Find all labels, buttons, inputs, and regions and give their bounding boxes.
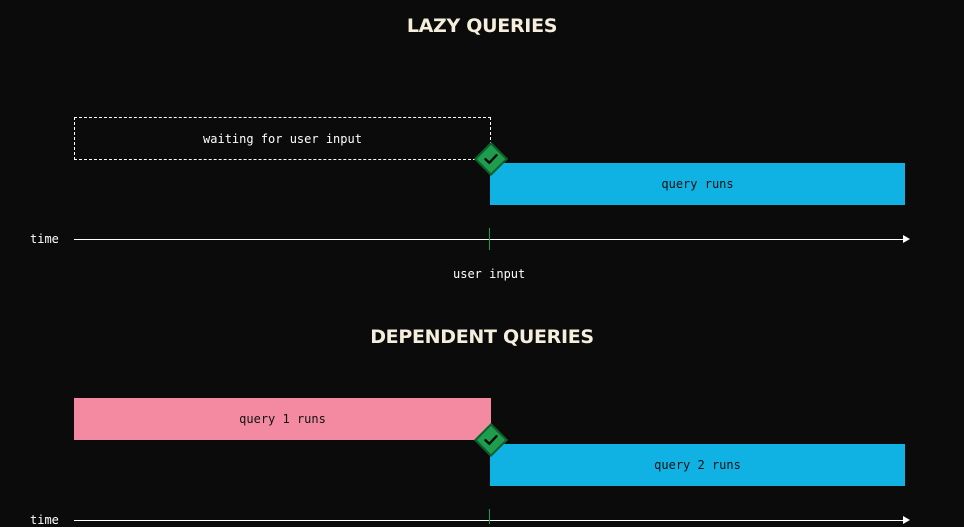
checkmark-icon	[474, 423, 508, 457]
waiting-for-user-input-box: waiting for user input	[74, 117, 491, 160]
lazy-queries-title: LAZY QUERIES	[406, 15, 558, 37]
query-1-runs-label: query 1 runs	[239, 412, 326, 426]
query-1-complete-tick	[489, 509, 490, 524]
query-1-runs-box: query 1 runs	[74, 398, 491, 440]
dependent-queries-title: DEPENDENT QUERIES	[370, 326, 594, 348]
user-input-label: user input	[453, 267, 526, 281]
user-input-tick	[489, 228, 490, 250]
time-axis-label: time	[30, 513, 59, 527]
time-axis-arrow-icon	[903, 235, 910, 243]
time-axis-arrow-icon	[903, 516, 910, 524]
time-axis-label: time	[30, 232, 59, 246]
waiting-label: waiting for user input	[203, 131, 362, 146]
query-2-runs-label: query 2 runs	[654, 458, 741, 472]
checkmark-icon	[474, 142, 508, 176]
query-runs-label: query runs	[661, 177, 734, 191]
query-2-runs-box: query 2 runs	[490, 444, 905, 486]
query-runs-box: query runs	[490, 163, 905, 205]
